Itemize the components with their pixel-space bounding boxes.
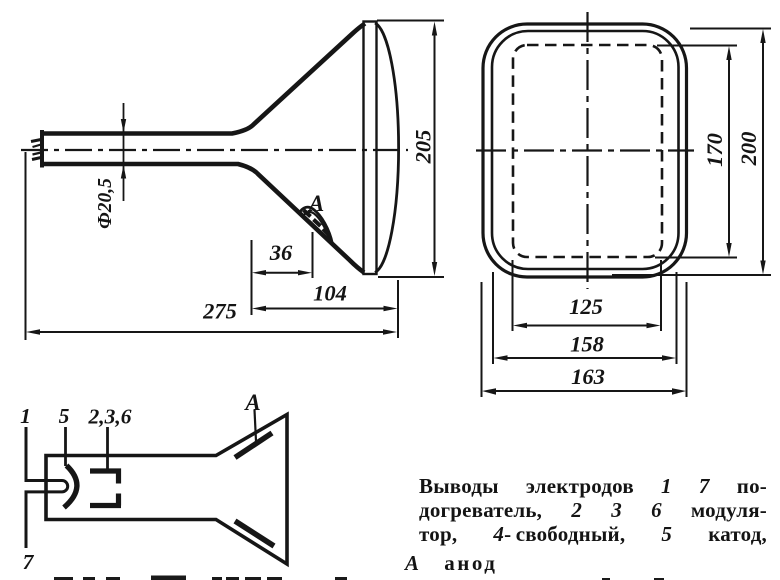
svg-text:205: 205 <box>411 130 436 165</box>
svg-text:7: 7 <box>23 550 35 574</box>
svg-text:5: 5 <box>59 404 70 428</box>
svg-text:1: 1 <box>20 404 31 428</box>
svg-text:104: 104 <box>313 281 347 306</box>
svg-text:125: 125 <box>569 294 603 319</box>
svg-text:A: A <box>307 191 324 216</box>
svg-text:163: 163 <box>571 364 605 389</box>
svg-text:A: A <box>243 390 260 415</box>
svg-text:36: 36 <box>269 240 293 265</box>
svg-text:275: 275 <box>202 299 237 324</box>
svg-text:Ф20,5: Ф20,5 <box>95 178 116 229</box>
svg-text:200: 200 <box>736 132 761 167</box>
svg-text:2,3,6: 2,3,6 <box>88 405 132 429</box>
svg-text:158: 158 <box>570 332 604 357</box>
svg-text:170: 170 <box>702 133 727 167</box>
